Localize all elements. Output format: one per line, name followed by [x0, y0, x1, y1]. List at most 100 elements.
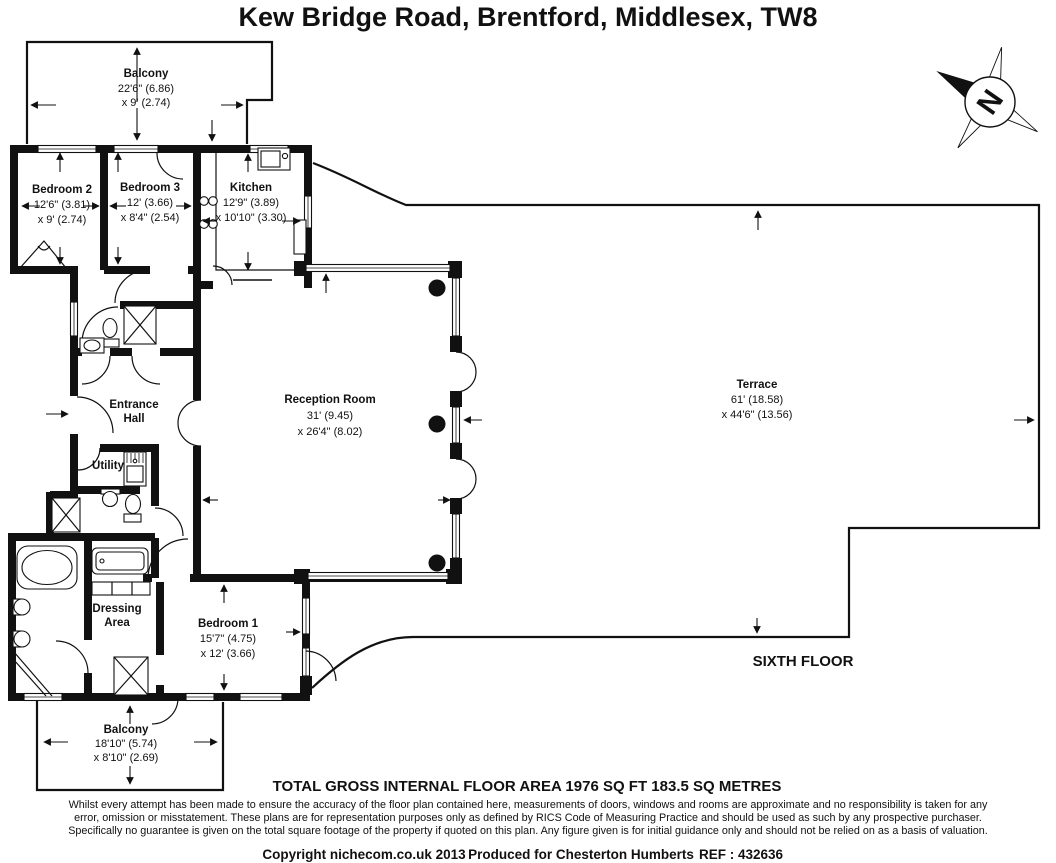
column — [428, 279, 446, 297]
copyright-line: Copyright nichecom.co.uk 2013 Produced f… — [262, 847, 783, 862]
label-utility: Utility — [92, 460, 125, 472]
label-bedroom2: Bedroom 2 — [32, 184, 92, 196]
svg-text:x 44'6" (13.56): x 44'6" (13.56) — [722, 409, 793, 421]
svg-text:Area: Area — [104, 617, 130, 629]
svg-text:x 8'4" (2.54): x 8'4" (2.54) — [121, 212, 180, 224]
room-labels: Balcony 22'6" (6.86) x 9' (2.74) Bedroom… — [32, 68, 792, 764]
wc-toilet-icon — [123, 493, 142, 523]
closet-icon — [19, 240, 67, 269]
balcony-bottom-outline — [35, 699, 225, 792]
window — [451, 277, 461, 337]
svg-text:x 8'10" (2.69): x 8'10" (2.69) — [94, 752, 159, 764]
shower-icon — [113, 656, 149, 696]
label-reception: Reception Room — [284, 394, 375, 406]
french-door-arc — [455, 478, 477, 500]
balcony-bottom-door-arc — [151, 698, 179, 725]
svg-text:x 12' (3.66): x 12' (3.66) — [201, 648, 256, 660]
french-door-arc — [455, 371, 477, 393]
ref-text: REF : 432636 — [699, 847, 784, 862]
svg-text:Specifically no guarantee is g: Specifically no guarantee is given on th… — [68, 825, 988, 837]
shower-icon — [123, 305, 157, 345]
dimension-arrows — [21, 47, 1035, 785]
window — [303, 195, 313, 229]
svg-text:22'6" (6.86): 22'6" (6.86) — [118, 83, 174, 95]
toilet-icon — [100, 317, 120, 348]
bathtub-icon — [91, 547, 149, 575]
svg-text:x 10'10" (3.30): x 10'10" (3.30) — [216, 212, 287, 224]
fixtures — [12, 147, 307, 697]
balcony-top-outline — [25, 40, 274, 144]
columns — [428, 279, 446, 572]
wall-posts — [294, 261, 462, 695]
basin-icon — [12, 630, 31, 648]
hall-door-arc — [131, 355, 161, 385]
kitchen-counter — [215, 152, 302, 271]
bathroom-door-arc — [55, 640, 89, 674]
total-area-text: TOTAL GROSS INTERNAL FLOOR AREA 1976 SQ … — [273, 778, 782, 795]
label-dressing-area: Dressing — [92, 603, 141, 615]
shower-icon — [51, 497, 81, 533]
basin-icon — [79, 337, 105, 354]
bathtub-icon — [16, 545, 78, 590]
label-balcony-bottom: Balcony — [104, 724, 149, 736]
window — [113, 144, 159, 154]
column — [428, 415, 446, 433]
window — [185, 692, 215, 702]
svg-text:15'7" (4.75): 15'7" (4.75) — [200, 633, 256, 645]
label-bedroom1: Bedroom 1 — [198, 618, 259, 630]
kitchen-appliance — [293, 219, 307, 255]
reception-double-door-arc — [177, 399, 202, 424]
balcony-door-arc — [156, 152, 184, 180]
label-terrace: Terrace — [737, 379, 778, 391]
terrace-door-arc — [305, 650, 337, 682]
utility-door-arc — [77, 447, 101, 471]
svg-text:x 9' (2.74): x 9' (2.74) — [122, 97, 171, 109]
wc-door-arc — [154, 507, 184, 537]
window — [305, 263, 451, 273]
french-door-arc — [455, 351, 477, 373]
svg-text:12' (3.66): 12' (3.66) — [127, 197, 173, 209]
window — [239, 692, 283, 702]
copyright-text: Copyright nichecom.co.uk 2013 — [262, 847, 466, 862]
entrance-door-arc — [76, 396, 114, 434]
window — [69, 301, 79, 337]
svg-text:Whilst every attempt has been: Whilst every attempt has been made to en… — [69, 799, 988, 811]
window — [37, 144, 97, 154]
svg-text:x 26'4" (8.02): x 26'4" (8.02) — [298, 426, 363, 438]
terrace-outline — [311, 161, 1041, 689]
utility-sink-icon — [123, 451, 147, 487]
kitchen-sink-icon — [257, 147, 291, 171]
svg-text:12'9" (3.89): 12'9" (3.89) — [223, 197, 279, 209]
outdoor-outlines — [25, 40, 1041, 792]
basin-icon — [12, 598, 31, 616]
produced-for-text: Produced for Chesterton Humberts — [468, 847, 694, 862]
window — [451, 406, 461, 444]
corner-shower-icon — [13, 651, 53, 697]
compass-rose: N — [936, 47, 1038, 149]
window — [301, 647, 311, 677]
hall-door-arc — [81, 355, 111, 385]
window — [307, 571, 449, 581]
doors — [55, 152, 477, 725]
french-door-arc — [455, 458, 477, 480]
bedroom1-door-arc — [147, 538, 189, 579]
svg-text:x 9' (2.74): x 9' (2.74) — [38, 214, 87, 226]
svg-text:12'6" (3.81): 12'6" (3.81) — [34, 199, 90, 211]
bedroom3-door-arc — [114, 269, 149, 304]
wardrobe — [91, 581, 151, 596]
floor-label: SIXTH FLOOR — [753, 653, 854, 670]
label-entrance-hall: Entrance — [109, 399, 158, 411]
compass-circle — [964, 76, 1016, 128]
shower-room-door-arc — [81, 306, 119, 344]
svg-text:error, omission or misstatemen: error, omission or misstatement. These p… — [74, 812, 982, 824]
disclaimer: Whilst every attempt has been made to en… — [68, 799, 988, 837]
svg-text:31' (9.45): 31' (9.45) — [307, 410, 353, 422]
wc-basin-icon — [100, 488, 121, 508]
windows — [23, 144, 461, 702]
window — [23, 692, 63, 702]
page-title: Kew Bridge Road, Brentford, Middlesex, T… — [238, 2, 817, 32]
label-kitchen: Kitchen — [230, 182, 272, 194]
reception-double-door-arc — [177, 422, 202, 447]
svg-text:Hall: Hall — [123, 413, 144, 425]
